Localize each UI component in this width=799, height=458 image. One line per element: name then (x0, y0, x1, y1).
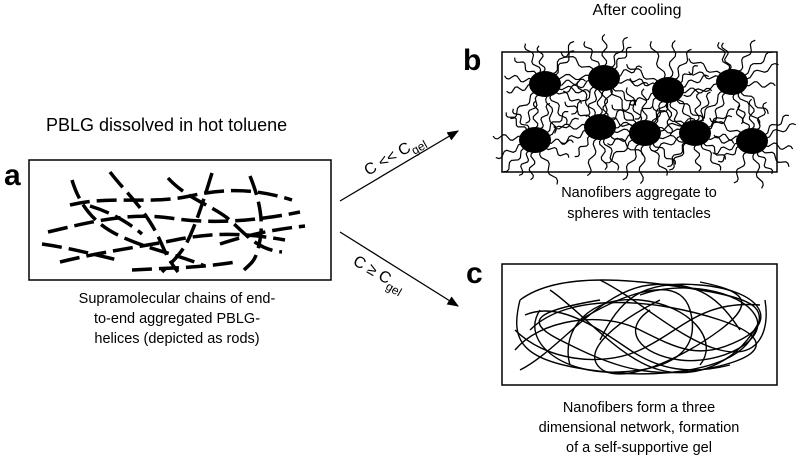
condition-upper: C << Cgel (362, 131, 430, 183)
panel-c-letter: c (466, 257, 483, 290)
tentacles (492, 34, 796, 189)
panel-b-title: After cooling (593, 2, 682, 19)
panel-a-caption-line-3: helices (depicted as rods) (94, 331, 259, 347)
fiber-network (514, 279, 767, 375)
arrow-lower (339, 231, 459, 307)
panel-a-box (28, 159, 332, 281)
rod-chains (41, 170, 306, 274)
panel-b-caption-line-2: spheres with tentacles (567, 206, 710, 222)
panel-a-caption-line-1: Supramolecular chains of end- (79, 291, 276, 307)
panel-b-caption-line-1: Nanofibers aggregate to (561, 185, 717, 201)
condition-lower: C ≥ Cgel (348, 253, 408, 300)
condition-upper-subscript: gel (409, 137, 430, 157)
panel-c-box (501, 263, 778, 386)
panel-c-caption-line-1: Nanofibers form a three (563, 400, 715, 416)
panel-a-letter: a (4, 159, 21, 192)
panel-c-caption-line-3: of a self-supportive gel (566, 440, 712, 456)
condition-lower-subscript: gel (383, 279, 404, 299)
arrow-upper (339, 130, 460, 202)
spheres (519, 65, 768, 154)
panel-b-letter: b (463, 44, 481, 77)
panel-c-caption-line-2: dimensional network, formation (539, 420, 740, 436)
panel-a-title: PBLG dissolved in hot toluene (46, 115, 287, 135)
panel-a-caption-line-2: to-end aggregated PBLG- (94, 311, 260, 327)
